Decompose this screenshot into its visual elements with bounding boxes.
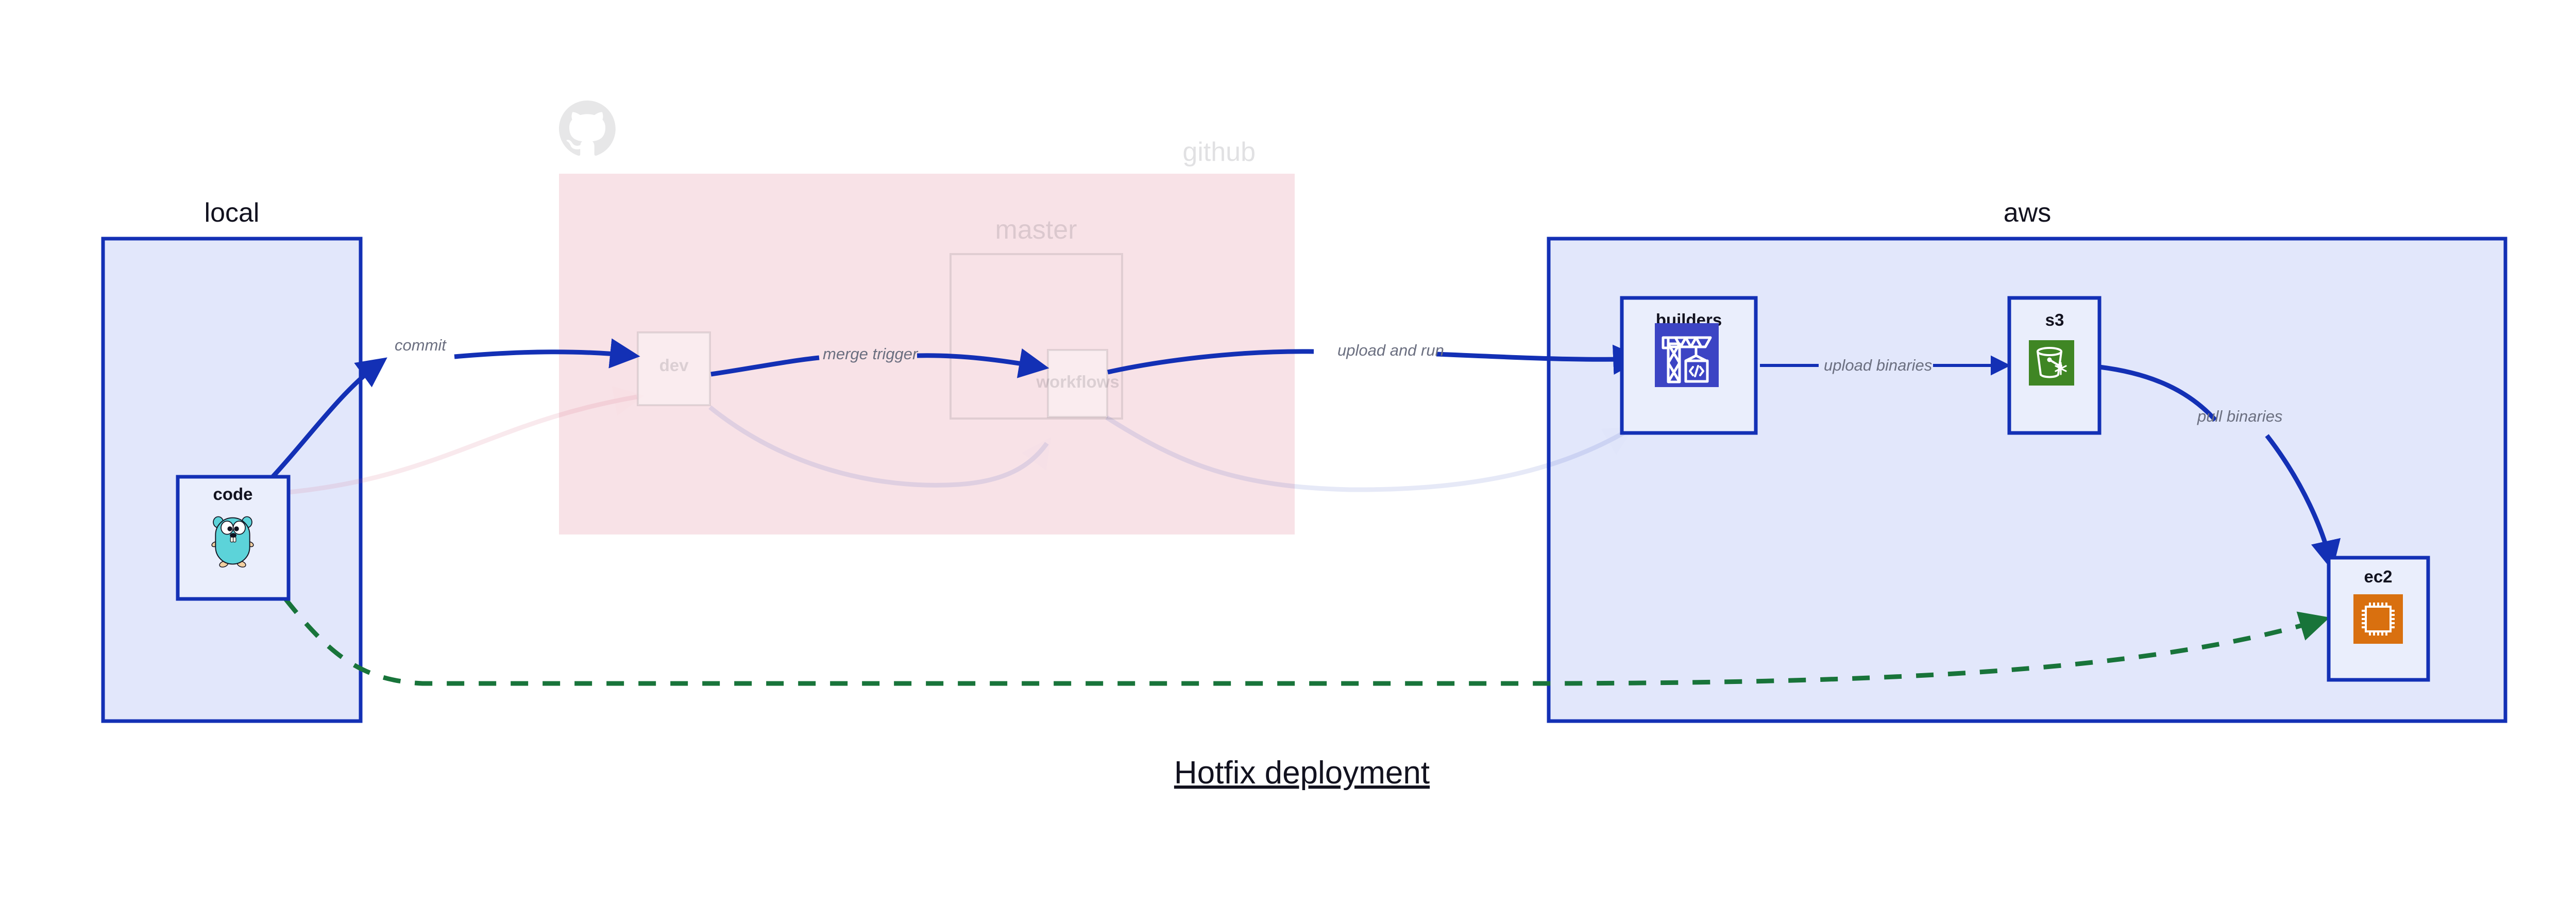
node-ec2-label: ec2 [2364,567,2392,586]
edge-upload-segment-a [1107,349,1314,375]
group-github: github master dev workflows [559,101,1295,534]
group-label-local: local [205,198,260,228]
edge-label-commit: commit [395,336,447,354]
node-dev-box[interactable] [637,331,711,406]
github-octocat-icon [559,101,616,156]
edge-pull-binaries-segment-b [2265,434,2341,571]
node-code-label: code [213,485,252,504]
master-container [950,253,1123,420]
group-label-aws: aws [2004,198,2051,228]
ghost-edges [288,394,1630,495]
group-local: local [101,198,363,723]
go-gopher-icon [211,516,254,568]
node-s3-label: s3 [2045,310,2064,329]
edge-commit-segment-a [266,357,387,484]
ghost-edge-dev-to-workflows [708,405,1049,488]
ghost-edge-code-to-dev [288,394,637,495]
aws-ec2-chip-icon [2353,594,2403,644]
edge-hotfix-dashed [283,597,2330,686]
edge-pull-binaries-segment-a [2099,364,2217,422]
node-s3[interactable]: s3 [2007,296,2102,435]
aws-codebuild-icon [1655,323,1719,387]
subgroup-master: master [950,215,1123,420]
node-code[interactable]: code [176,475,291,601]
node-code-box[interactable] [176,475,291,601]
node-workflows[interactable]: workflows [1036,349,1120,418]
edge-merge-segment-a [710,355,820,377]
node-ec2[interactable]: ec2 [2327,556,2430,682]
flow-edges: commit merge trigger upload and run uplo… [266,336,2341,686]
node-workflows-box[interactable] [1047,349,1108,418]
node-workflows-label: workflows [1036,372,1119,391]
edge-commit-segment-b [454,338,640,369]
edge-merge-segment-b [917,348,1049,378]
edge-label-upload-and-run: upload and run [1337,341,1444,359]
edge-upload-segment-b [1436,344,1643,375]
diagram-title: Hotfix deployment [1174,755,1430,791]
node-dev-label: dev [659,356,689,375]
node-builders[interactable]: builders [1620,296,1758,435]
node-dev[interactable]: dev [637,331,711,406]
edge-label-upload-binaries: upload binaries [1824,356,1932,374]
edge-label-merge-trigger: merge trigger [823,345,919,363]
edge-label-pull-binaries: pull binaries [2197,407,2282,425]
group-label-github: github [1182,137,1256,167]
aws-s3-bucket-icon [2029,340,2074,386]
subgroup-label-master: master [995,215,1077,245]
ghost-edge-workflows-to-builders [1105,415,1630,492]
